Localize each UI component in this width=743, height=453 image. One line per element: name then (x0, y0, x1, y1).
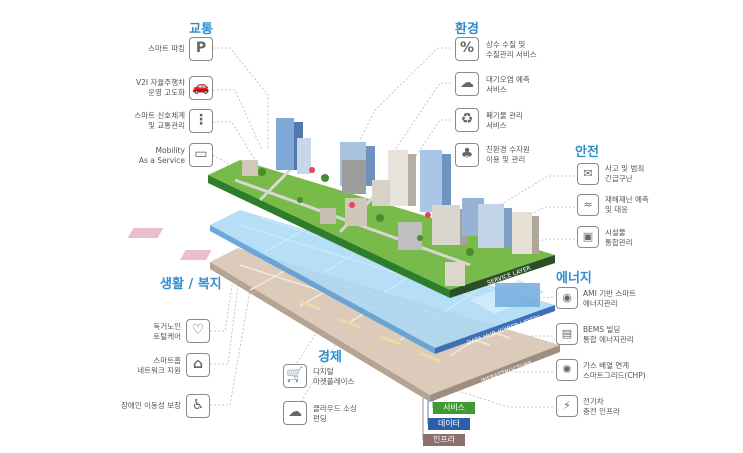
water-quality-icon: % (455, 37, 479, 61)
parking-icon: P (189, 37, 213, 61)
emergency-icon: ✉ (577, 163, 599, 185)
city-buildings (242, 118, 539, 286)
flood-icon: ≈ (577, 194, 599, 216)
smart-home-icon: ⌂ (186, 353, 210, 377)
category-welfare: 생활 / 복지 (160, 277, 222, 292)
trash-icon: ♻ (455, 108, 479, 132)
cloud-funding-icon: ☁ (283, 401, 307, 425)
data-hub-building (470, 280, 545, 314)
cart-icon: 🛒 (283, 364, 307, 388)
item-parking: 스마트 파킹 (148, 44, 185, 53)
traffic-signal-icon: ⋮ (189, 109, 213, 133)
grid-bulb-icon: ✺ (556, 359, 578, 381)
category-environment: 환경 (455, 22, 479, 37)
legend-service: 서비스 (433, 402, 475, 414)
service-layer: SERVICE LAYER (208, 118, 555, 298)
category-safety: 안전 (575, 145, 599, 160)
smart-meter-icon: ◉ (556, 287, 578, 309)
ev-charger-icon: ⚡ (556, 395, 578, 417)
bus-icon: ▭ (189, 143, 213, 167)
legend-infra: 인프라 (423, 434, 465, 446)
legend-data: 데이터 (428, 418, 470, 430)
category-energy: 에너지 (556, 271, 592, 286)
item-disabled: 장애인 이동성 보장 (121, 401, 181, 410)
facility-monitor-icon: ▣ (577, 226, 599, 248)
building-monitor-icon: ▤ (556, 323, 578, 345)
car-icon: 🚗 (189, 76, 213, 100)
heart-care-icon: ♡ (186, 319, 210, 343)
eco-leaf-icon: ♣ (455, 143, 479, 167)
cloud-air-icon: ☁ (455, 72, 479, 96)
category-economy: 경제 (318, 350, 342, 365)
category-transport: 교통 (189, 22, 213, 37)
wheelchair-icon: ♿ (186, 394, 210, 418)
